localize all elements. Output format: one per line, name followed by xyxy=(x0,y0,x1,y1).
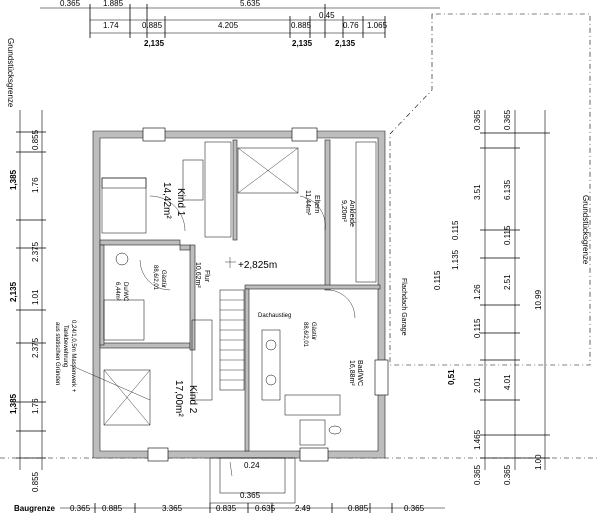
room-labels: Kind 1 14,42m² Eltern 11,44m² Ankleide 9… xyxy=(114,182,407,417)
dim-top-8: 0.45 xyxy=(319,11,335,20)
room-ankleide: Ankleide xyxy=(348,200,355,227)
dim-right-b-1: 0.365 xyxy=(503,109,512,130)
dim-right-a-4: 1.135 xyxy=(451,249,460,270)
dim-left-bold-1: 1,385 xyxy=(9,169,18,190)
dim-bottom-4: 0.835 xyxy=(216,504,237,513)
dim-right-bold: 0,51 xyxy=(447,369,456,385)
left-dimension-chains: 0.855 1.76 2.375 1.01 2.375 1.76 0.855 1… xyxy=(6,38,46,492)
dim-top-9: 0.76 xyxy=(343,21,359,30)
furniture xyxy=(101,141,377,446)
dim-top-5: 0.885 xyxy=(142,21,163,30)
structural-note: 0,24/1,0,5m Massenwerk + Tankbewehrung a… xyxy=(54,320,151,401)
dim-top-2: 1.885 xyxy=(103,0,124,8)
label-grundstuecksgrenze-left: Grundstücksgrenze xyxy=(6,38,15,108)
room-duwc-area: 6,44m² xyxy=(114,282,120,301)
room-kind1: Kind 1 xyxy=(175,188,186,217)
dim-right-b-4: 2.51 xyxy=(503,274,512,290)
note-line-3: aus statischen Gründen xyxy=(54,322,60,385)
dim-left-bold-3: 1,385 xyxy=(9,393,18,414)
room-kind1-area: 14,42m² xyxy=(161,182,172,219)
dim-right-a-1: 0.365 xyxy=(473,109,482,130)
room-badwc-area: 16,88m² xyxy=(348,360,355,386)
dim-top-bold-2: 2,135 xyxy=(292,39,313,48)
dim-right-a-2: 3.51 xyxy=(473,184,482,200)
dim-top-6: 4.205 xyxy=(218,21,239,30)
dim-top-7: 0.885 xyxy=(291,21,312,30)
room-duwc: Du/WC xyxy=(122,282,128,302)
dim-top-3: 5.635 xyxy=(240,0,261,8)
dim-top-1: 0.365 xyxy=(60,0,81,8)
dim-left-bold-2: 2,135 xyxy=(9,281,18,302)
dim-bottom-7: 0.885 xyxy=(348,504,369,513)
note-line-2: Tankbewehrung xyxy=(62,325,68,367)
room-kind2-area: 17,00m² xyxy=(173,380,184,417)
dim-bottom-8: 0.365 xyxy=(404,504,425,513)
dim-right-c-2: 1.00 xyxy=(534,454,543,470)
right-dimension-chains: 0.365 3.51 0.115 1.135 0.115 1.26 0.115 … xyxy=(433,109,550,485)
dim-right-a-5: 0.115 xyxy=(433,270,442,290)
top-dimension-chains: 0.365 1.885 5.635 1.74 0.885 4.205 0.885… xyxy=(40,0,440,48)
room-gastuer2-area: 88,6/2,01 xyxy=(302,322,308,348)
room-dachstieg: Dachaustieg xyxy=(258,313,291,319)
windows xyxy=(142,127,389,462)
dim-right-a-6: 1.26 xyxy=(473,284,482,300)
dim-left-2: 1.76 xyxy=(31,177,40,193)
room-eltern-area: 11,44m² xyxy=(304,190,311,216)
room-gastuer: Gästür xyxy=(160,270,166,288)
dim-left-1: 0.855 xyxy=(31,129,40,150)
bottom-dimension-chain: Baugrenze 0.365 0.885 3.365 0.835 0.635 … xyxy=(0,457,600,513)
property-line-right: Grundstücksgrenze xyxy=(389,13,591,366)
level-marker: +2,825m xyxy=(238,260,277,271)
room-eltern: Eltern xyxy=(313,195,320,213)
dim-right-a-8: 2.01 xyxy=(473,377,482,393)
room-badwc: Bad/WC xyxy=(356,360,363,386)
dim-right-b-6: 0.365 xyxy=(503,464,512,485)
dim-bottom-2: 0.885 xyxy=(102,504,123,513)
dim-bottom-6: 2.49 xyxy=(295,504,311,513)
dim-right-a-7: 0.115 xyxy=(473,318,482,338)
room-flur: Flur xyxy=(203,270,210,283)
dim-left-5: 2.375 xyxy=(31,337,40,358)
dim-right-b-5: 4.01 xyxy=(503,374,512,390)
dim-right-a-10: 0.365 xyxy=(473,464,482,485)
dim-left-3: 2.375 xyxy=(31,241,40,262)
label-baugrenze: Baugrenze xyxy=(14,504,55,513)
dim-left-4: 1.01 xyxy=(31,289,40,305)
dim-right-b-2: 6.135 xyxy=(503,179,512,200)
dim-top-10: 1.065 xyxy=(367,21,388,30)
dim-bottom-1: 0.365 xyxy=(70,504,91,513)
dim-top-4: 1.74 xyxy=(103,21,119,30)
dim-bottom-3: 3.365 xyxy=(162,504,183,513)
room-flur-area: 10,62m² xyxy=(194,262,201,288)
dim-top-bold-1: 2,135 xyxy=(144,39,165,48)
dim-right-a-3: 0.115 xyxy=(451,220,460,240)
room-gastuer-area: 88,6/2,01 xyxy=(152,265,158,291)
room-kind2: Kind 2 xyxy=(187,385,198,414)
dim-left-7: 0.855 xyxy=(31,471,40,492)
room-gastuer2: Gästür xyxy=(310,322,316,340)
building-walls xyxy=(92,130,386,504)
dim-entrance: 0.24 xyxy=(244,461,260,470)
label-grundstuecksgrenze-right: Grundstücksgrenze xyxy=(581,195,590,265)
dim-left-6: 1.76 xyxy=(31,398,40,414)
label-flachdach: Flachdach Garage xyxy=(400,278,407,336)
dim-right-a-9: 1.465 xyxy=(473,429,482,450)
dim-top-bold-3: 2,135 xyxy=(335,39,356,48)
dim-right-c-1: 10.99 xyxy=(534,289,543,310)
room-ankleide-area: 9,20m² xyxy=(340,200,347,222)
level-arrow-icon xyxy=(225,257,236,268)
note-line-1: 0,24/1,0,5m Massenwerk + xyxy=(70,320,76,393)
dim-bottom-5: 0.635 xyxy=(255,504,276,513)
dim-bottom-inner: 0.365 xyxy=(240,491,261,500)
dim-right-b-3: 0.115 xyxy=(503,225,512,245)
